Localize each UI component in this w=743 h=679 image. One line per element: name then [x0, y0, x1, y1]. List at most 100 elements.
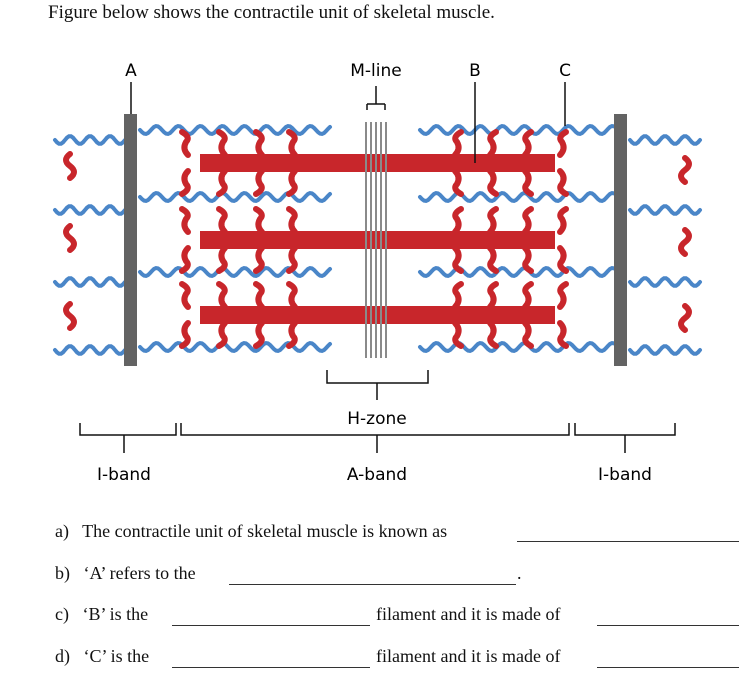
answer-c1-blank[interactable] — [172, 625, 370, 626]
label-a-band: A-band — [347, 465, 407, 485]
label-c: C — [559, 61, 571, 81]
answer-a-blank[interactable] — [517, 541, 739, 542]
thin-filament-outer — [628, 276, 702, 288]
myosin-head — [487, 320, 499, 349]
thick-filaments — [200, 154, 555, 324]
myosin-head — [557, 320, 569, 349]
myosin-head — [487, 129, 499, 158]
label-b: B — [469, 61, 481, 81]
myosin-head — [253, 129, 265, 158]
myosin-head-outer — [63, 151, 77, 181]
thin-filament-outer — [628, 204, 702, 216]
question-a-text: The contractile unit of skeletal muscle … — [82, 521, 448, 541]
answer-d1-blank[interactable] — [172, 667, 370, 668]
thin-filament-outer — [628, 134, 702, 146]
thick-filament — [200, 154, 555, 172]
myosin-head — [522, 281, 534, 310]
myosin-head — [216, 245, 228, 274]
myosin-head — [487, 245, 499, 274]
myosin-head — [216, 168, 228, 197]
thin-filament — [138, 190, 332, 204]
myosin-head-outer — [63, 223, 77, 253]
myosin-head — [487, 206, 499, 235]
myosin-head — [286, 281, 298, 310]
pointer-m-line — [366, 86, 386, 110]
myosin-head — [522, 168, 534, 197]
myosin-head-outer — [63, 301, 77, 331]
answer-d2-blank[interactable] — [597, 667, 739, 668]
question-d: d) ‘C’ is the — [55, 646, 149, 667]
z-disc-right — [614, 114, 627, 366]
myosin-head — [179, 129, 191, 158]
myosin-head — [452, 320, 464, 349]
label-pointers — [130, 82, 566, 163]
thick-filament — [200, 231, 555, 249]
band-brackets — [79, 370, 676, 453]
bracket-h-zone — [326, 370, 429, 400]
myosin-head — [522, 245, 534, 274]
myosin-head — [522, 320, 534, 349]
myosin-head — [557, 281, 569, 310]
label-i-band-right: I-band — [598, 465, 652, 485]
myosin-head — [452, 129, 464, 158]
myosin-head-outer — [678, 155, 692, 185]
label-h-zone: H-zone — [347, 409, 406, 429]
sarcomere-diagram: A M-line B C H-zone I-band A-band I-band — [53, 61, 702, 485]
myosin-head — [216, 129, 228, 158]
label-i-band-left: I-band — [97, 465, 151, 485]
myosin-head — [557, 245, 569, 274]
thin-filament — [138, 265, 332, 279]
myosin-head — [216, 320, 228, 349]
myosin-head — [452, 281, 464, 310]
myosin-head — [253, 245, 265, 274]
question-b: b) ‘A’ refers to the — [55, 563, 196, 584]
question-c-text: ‘B’ is the — [82, 604, 149, 624]
thin-filament — [418, 190, 616, 204]
myosin-head — [253, 168, 265, 197]
question-d-prefix: d) — [55, 646, 70, 666]
myosin-head — [179, 320, 191, 349]
myosin-head — [179, 206, 191, 235]
question-c-prefix: c) — [55, 604, 69, 624]
thin-filament — [138, 123, 332, 137]
myosin-head — [286, 206, 298, 235]
myosin-head-outer — [678, 303, 692, 333]
question-c: c) ‘B’ is the — [55, 604, 148, 625]
thin-filament — [418, 123, 616, 137]
z-discs — [124, 114, 627, 366]
myosin-head — [522, 206, 534, 235]
label-m-line: M-line — [350, 61, 401, 81]
myosin-head — [452, 168, 464, 197]
z-disc-left — [124, 114, 137, 366]
thin-filaments — [53, 123, 702, 356]
thin-filament — [418, 340, 616, 354]
thin-filament-outer — [628, 344, 702, 356]
thin-filament-outer — [53, 276, 127, 288]
myosin-head — [253, 320, 265, 349]
myosin-head — [216, 281, 228, 310]
question-d-mid: filament and it is made of — [376, 646, 561, 666]
myosin-head-outer — [678, 227, 692, 257]
myosin-head — [452, 206, 464, 235]
myosin-head — [522, 129, 534, 158]
figure-title: Figure below shows the contractile unit … — [48, 2, 495, 23]
thick-filament — [200, 306, 555, 324]
answer-b-blank[interactable] — [229, 584, 516, 585]
myosin-head — [179, 281, 191, 310]
myosin-head — [253, 281, 265, 310]
answer-c2-blank[interactable] — [597, 625, 739, 626]
myosin-heads — [63, 129, 692, 349]
myosin-head — [286, 168, 298, 197]
question-c-mid: filament and it is made of — [376, 604, 561, 624]
myosin-head — [557, 129, 569, 158]
myosin-head — [286, 320, 298, 349]
bracket-a-band — [180, 423, 570, 453]
bracket-i-band-left — [79, 423, 177, 453]
thin-filament-outer — [53, 344, 127, 356]
question-b-text: ‘A’ refers to the — [83, 563, 196, 583]
question-b-suffix: . — [517, 563, 522, 583]
myosin-head — [286, 129, 298, 158]
m-line — [365, 122, 387, 358]
myosin-head — [216, 206, 228, 235]
myosin-head — [179, 245, 191, 274]
